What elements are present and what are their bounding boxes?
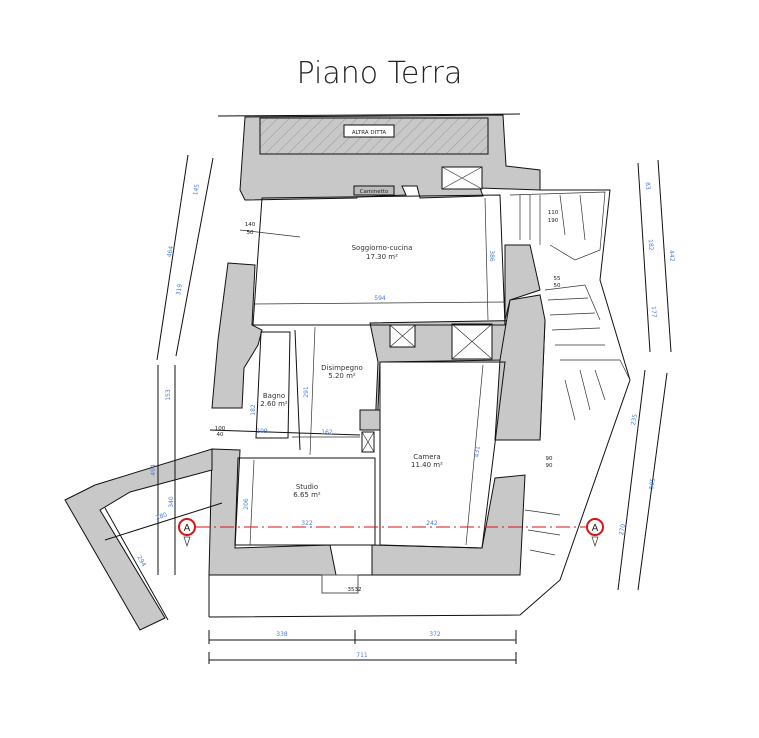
room-label-studio: Studio 6.65 m² <box>293 483 321 499</box>
dim-270: 270 <box>618 523 627 536</box>
dim-319: 319 <box>175 283 184 296</box>
dim-162: 162 <box>321 429 333 436</box>
dim-322: 322 <box>301 520 313 527</box>
dim-505: 505 <box>648 477 657 490</box>
caminetto <box>353 185 395 196</box>
opening-dim: 140 <box>245 222 256 228</box>
wall-west <box>211 262 263 409</box>
wall-east <box>504 244 541 321</box>
wall-south-east <box>371 474 526 576</box>
opening-dim: 32 <box>355 587 362 593</box>
dim-338: 338 <box>276 631 288 638</box>
opening-dim: 100 <box>215 426 226 432</box>
dim-372: 372 <box>429 631 441 638</box>
dim-431: 431 <box>473 446 481 458</box>
dim-177: 177 <box>650 306 658 318</box>
opening-dim: 50 <box>247 230 254 236</box>
section-marker-right[interactable]: A <box>586 518 604 548</box>
page-title: Piano Terra <box>296 56 463 91</box>
room-studio <box>234 457 376 546</box>
dim-182-right: 182 <box>647 239 655 251</box>
svg-text:11.40 m²: 11.40 m² <box>411 461 443 469</box>
dim-242: 242 <box>426 520 438 527</box>
svg-text:Camera: Camera <box>413 453 440 461</box>
dim-594: 594 <box>374 295 386 302</box>
dim-386: 386 <box>488 250 495 262</box>
svg-text:Bagno: Bagno <box>263 392 285 400</box>
caminetto-label: Caminetto <box>360 189 389 195</box>
svg-text:2.60 m²: 2.60 m² <box>260 400 288 408</box>
altra-ditta-label: ALTRA DITTA <box>352 130 387 136</box>
opening-dim: 90 <box>546 463 553 469</box>
svg-text:Studio: Studio <box>296 483 318 491</box>
room-label-disimpegno: Disimpegno 5.20 m² <box>321 364 363 380</box>
dim-83: 83 <box>644 182 652 190</box>
room-bagno <box>255 331 291 439</box>
wall-east-lower <box>494 294 546 441</box>
opening-dim: 190 <box>548 218 559 224</box>
dim-182: 182 <box>250 404 257 416</box>
svg-text:6.65 m²: 6.65 m² <box>293 491 321 499</box>
dim-711: 711 <box>356 652 368 659</box>
svg-text:17.30 m²: 17.30 m² <box>366 253 398 261</box>
stairs <box>509 191 631 556</box>
room-camera <box>379 361 506 549</box>
opening-dim: 40 <box>217 432 224 438</box>
wall-west-lower <box>208 448 337 576</box>
dim-235: 235 <box>630 413 639 426</box>
svg-text:A: A <box>592 523 599 534</box>
dim-340: 340 <box>168 496 175 508</box>
opening-dim: 110 <box>548 210 559 216</box>
opening-dim: 50 <box>554 283 561 289</box>
wall-left-wing <box>64 448 213 631</box>
room-soggiorno <box>252 194 506 326</box>
dim-206: 206 <box>243 498 250 510</box>
dim-494: 494 <box>150 464 157 476</box>
boundary-line <box>217 113 521 117</box>
altra-ditta-label-box <box>343 124 395 138</box>
dim-294: 294 <box>135 555 147 569</box>
dim-442: 442 <box>668 250 676 262</box>
opening-dim: 90 <box>546 456 553 462</box>
svg-text:Disimpegno: Disimpegno <box>321 364 363 372</box>
dim-153: 153 <box>165 389 172 401</box>
room-label-camera: Camera 11.40 m² <box>411 453 443 469</box>
svg-text:5.20 m²: 5.20 m² <box>328 372 356 380</box>
dim-291: 291 <box>303 386 310 398</box>
dim-464: 464 <box>166 245 175 258</box>
step <box>321 574 359 594</box>
dim-109: 109 <box>256 428 268 435</box>
svg-text:Soggiorno-cucina: Soggiorno-cucina <box>352 244 413 252</box>
dim-145: 145 <box>192 183 201 196</box>
opening-dim: 35 <box>348 587 355 593</box>
svg-text:A: A <box>184 523 191 534</box>
section-marker-left[interactable]: A <box>178 518 196 548</box>
room-label-soggiorno: Soggiorno-cucina 17.30 m² <box>352 244 413 261</box>
opening-dim: 55 <box>554 276 561 282</box>
room-label-bagno: Bagno 2.60 m² <box>260 392 288 408</box>
dim-280: 280 <box>155 511 168 521</box>
